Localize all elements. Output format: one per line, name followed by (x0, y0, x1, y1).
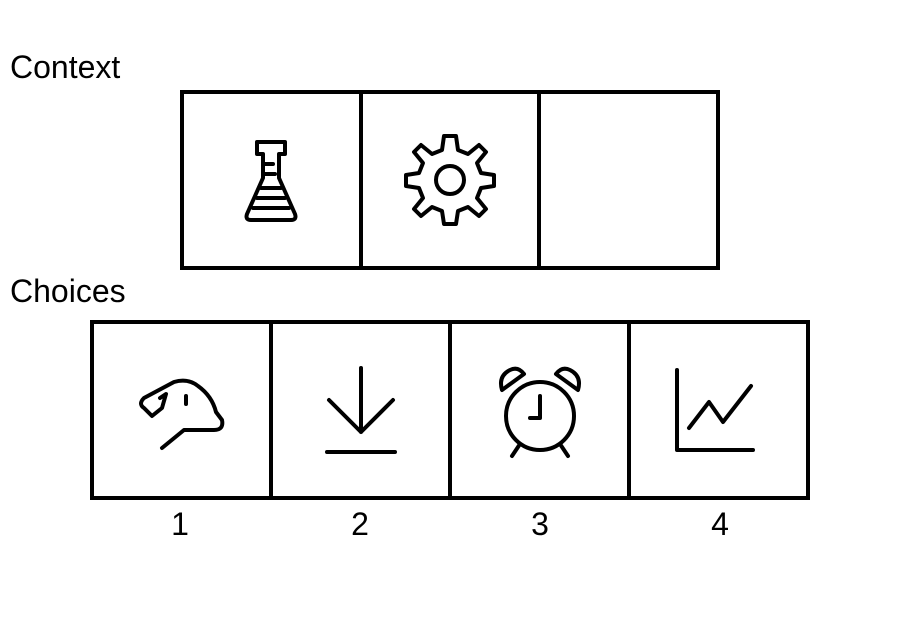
alarm-clock-icon (498, 366, 581, 458)
gear-icon (404, 134, 496, 226)
flask-icon (244, 140, 298, 222)
choices-row (90, 320, 810, 500)
choice-number-4: 4 (711, 506, 729, 542)
context-cell-3-empty (537, 94, 716, 266)
context-cell-1 (184, 94, 359, 266)
dog-icon (138, 378, 224, 450)
choice-number-3: 3 (531, 506, 549, 542)
choice-option-2[interactable] (269, 324, 448, 496)
choice-option-3[interactable] (448, 324, 627, 496)
choices-label: Choices (10, 273, 126, 309)
line-chart-icon (674, 368, 755, 452)
context-cell-2 (358, 94, 538, 266)
choice-numbers: 1 2 3 4 (90, 508, 810, 540)
choice-number-2: 2 (351, 506, 369, 542)
context-row (180, 90, 720, 270)
choice-number-1: 1 (171, 506, 189, 542)
choice-option-4[interactable] (627, 324, 806, 496)
choice-option-1[interactable] (94, 324, 269, 496)
context-label: Context (10, 49, 121, 85)
download-icon (324, 366, 397, 454)
